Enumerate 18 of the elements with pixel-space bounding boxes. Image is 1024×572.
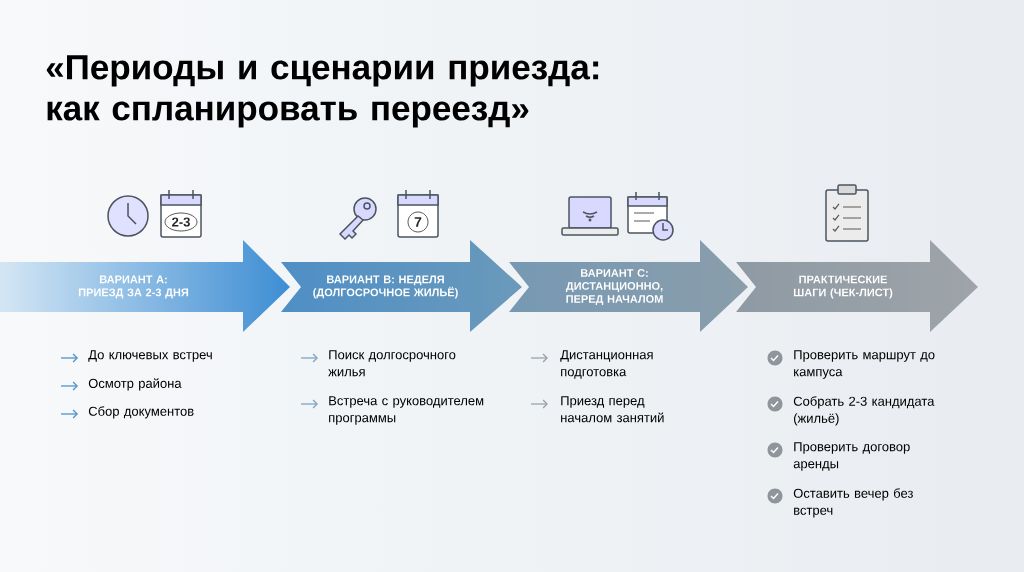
list-item: До ключевых встреч [88, 350, 212, 362]
list-item: Сбор документов [88, 406, 194, 419]
list-item: Собрать 2-3 кандидата (жильё) [793, 396, 935, 426]
list-item: Проверить договор аренды [793, 442, 910, 471]
chevron-arrow: ВАРИАНТ B: НЕДЕЛЯ (ДОЛГОСРОЧНОЕ ЖИЛЬЁ) [313, 275, 458, 299]
title: «Периоды и сценарии приезда: как спланировать переезд» [46, 55, 599, 128]
list-item: Проверить маршрут до кампуса [794, 350, 935, 379]
chevron-arrow: ВАРИАНТ A: ПРИЕЗД ЗА 2-3 ДНЯ [78, 275, 189, 299]
calendar-number: 2-3 [172, 217, 190, 227]
list-item: Оставить вечер без встреч [793, 488, 913, 518]
list-item: Встреча с руководителем программы [329, 396, 484, 425]
chevron-arrow: ПРАКТИЧЕСКИЕ ШАГИ (ЧЕК-ЛИСТ) [793, 275, 893, 299]
list-item: Поиск долгосрочного жилья [328, 350, 456, 377]
list-item: Дистанционная подготовка [560, 350, 653, 379]
calendar-number: 7 [414, 217, 422, 227]
chevron-arrow: ВАРИАНТ C: ДИСТАНЦИОННО, ПЕРЕД НАЧАЛОМ [565, 269, 663, 305]
list-item: Приезд перед началом занятий [561, 396, 664, 423]
list-item: Осмотр района [88, 378, 182, 391]
